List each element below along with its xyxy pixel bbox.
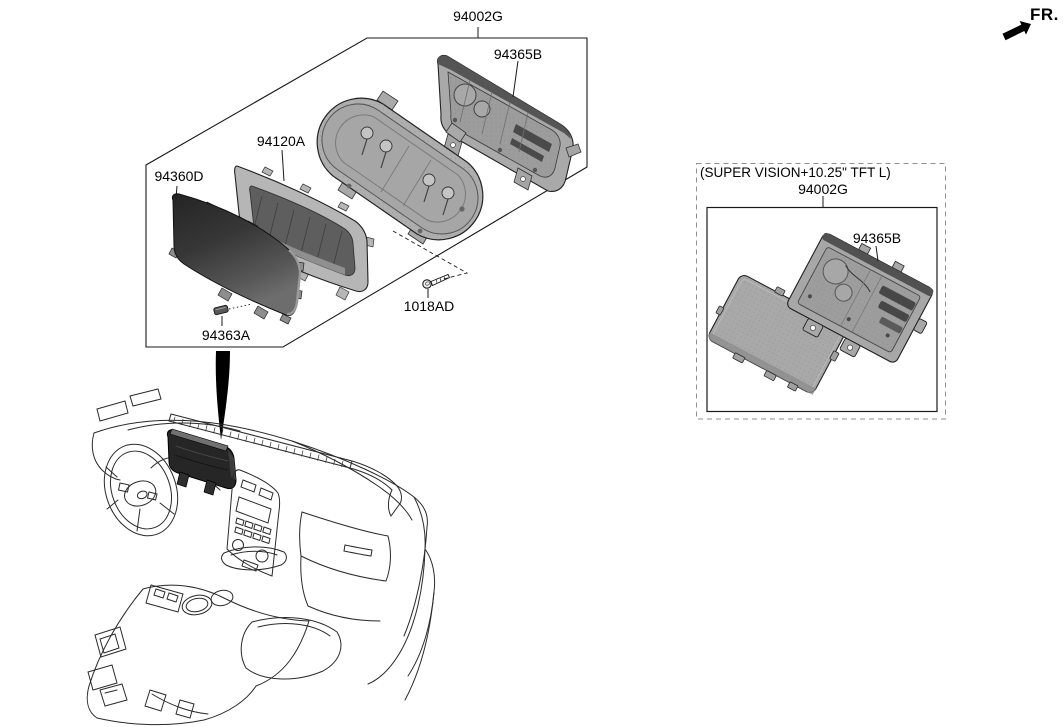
lens-part [168, 193, 305, 325]
leader-lines [175, 27, 519, 326]
inset-display-panel [708, 275, 846, 395]
inset-part-label-rear-cover: 94365B [852, 230, 902, 246]
rear-cover-part [437, 54, 582, 192]
part-label-clip: 94363A [201, 327, 251, 343]
inset-variant-note: (SUPER VISION+10.25" TFT L) [700, 165, 891, 180]
part-label-front-bezel: 94120A [256, 133, 306, 149]
part-label-rear-cover: 94365B [493, 46, 543, 62]
part-label-cluster-assembly: 94002G [453, 8, 503, 24]
screw-part [422, 273, 451, 289]
fr-direction-label: FR. [1030, 5, 1059, 24]
inset-leader-lines [822, 196, 879, 262]
inset-rear-housing-part [787, 232, 934, 363]
dashboard-illustration [86, 388, 436, 726]
inset-part-label-cluster-assembly: 94002G [798, 181, 848, 197]
clip-part [213, 304, 229, 316]
outline-box [145, 37, 588, 348]
cluster-body-part [316, 90, 484, 245]
part-label-screw: 1018AD [403, 298, 455, 314]
dashboard-cluster [166, 428, 237, 496]
pointer-arrow [215, 351, 230, 440]
inset-panel [696, 163, 946, 420]
fr-direction-arrow-icon [1002, 21, 1031, 41]
main-exploded-view [145, 27, 588, 348]
part-label-lens-cover: 94360D [154, 168, 204, 184]
